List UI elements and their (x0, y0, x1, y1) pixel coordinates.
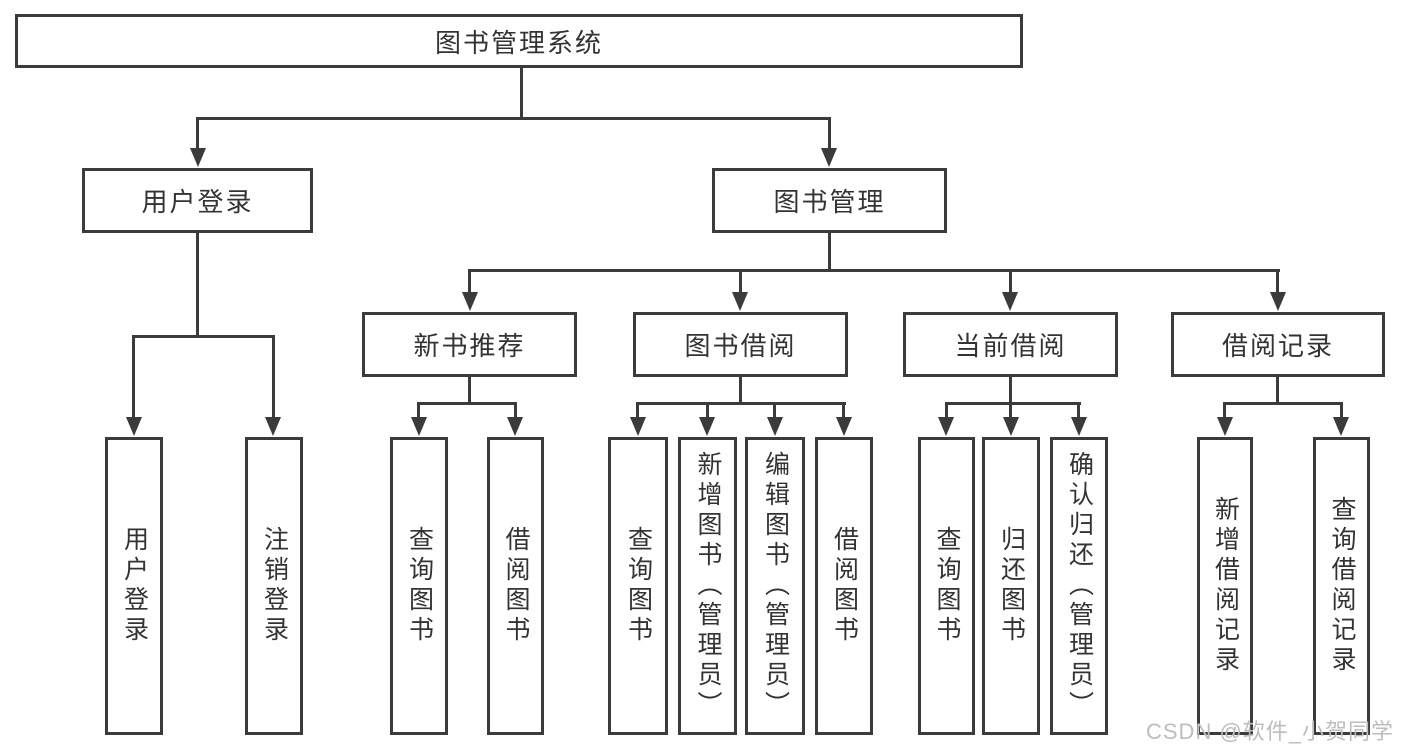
node-current-borrow: 当前借阅 (903, 312, 1118, 377)
connector-current-borrow-rail (945, 402, 1081, 405)
node-book-borrow: 图书借阅 (633, 312, 848, 377)
node-book-borrow-label: 图书借阅 (684, 331, 797, 361)
leaf-bb-edit-label: 编辑图书（管理员） (761, 451, 790, 721)
connector-borrow-records-rail (1223, 402, 1343, 405)
connector-current-borrow-stem (1009, 377, 1012, 405)
arrowhead-book-borrow (732, 292, 748, 311)
arrowhead-current-borrow (1002, 292, 1018, 311)
connector-drop-logout (272, 335, 275, 419)
connector-drop-bb-add (706, 402, 709, 421)
connector-drop-cb-confirm (1077, 402, 1080, 421)
connector-new-book-rec-rail (417, 402, 517, 405)
connector-drop-nb-search (417, 402, 420, 421)
connector-book-borrow-stem (739, 377, 742, 405)
node-root-label: 图书管理系统 (434, 27, 603, 58)
connector-drop-bb-borrow (842, 402, 845, 421)
leaf-cb-confirm-label: 确认归还（管理员） (1065, 451, 1094, 721)
connector-drop-br-add (1223, 402, 1226, 421)
arrowhead-cb-confirm (1071, 417, 1087, 436)
arrowhead-cb-return (1003, 417, 1019, 436)
connector-user-login-stem (196, 233, 199, 337)
leaf-bb-borrow-label: 借阅图书 (830, 526, 859, 646)
node-borrow-records: 借阅记录 (1171, 312, 1385, 377)
connector-root-stem (520, 68, 523, 120)
leaf-login: 用户登录 (105, 437, 163, 735)
connector-drop-borrow-records (1276, 269, 1279, 296)
leaf-br-add: 新增借阅记录 (1197, 437, 1253, 735)
connector-drop-cb-search (945, 402, 948, 421)
node-new-book-rec: 新书推荐 (362, 312, 577, 377)
leaf-bb-search: 查询图书 (608, 437, 668, 735)
connector-drop-bb-edit (773, 402, 776, 421)
arrowhead-cb-search (938, 417, 954, 436)
leaf-cb-search: 查询图书 (918, 437, 975, 735)
arrowhead-bb-add (699, 417, 715, 436)
leaf-bb-borrow: 借阅图书 (815, 437, 873, 735)
connector-book-borrow-rail (636, 402, 846, 405)
leaf-nb-borrow: 借阅图书 (487, 437, 544, 735)
arrowhead-new-book-rec (462, 292, 478, 311)
arrowhead-nb-search (411, 417, 427, 436)
connector-drop-login (132, 335, 135, 419)
connector-drop-current-borrow (1009, 269, 1012, 296)
leaf-login-label: 用户登录 (120, 526, 149, 646)
connector-level2-rail (196, 117, 831, 120)
leaf-cb-search-label: 查询图书 (933, 526, 961, 646)
connector-drop-user-login (196, 117, 199, 151)
connector-drop-cb-return (1009, 402, 1012, 421)
connector-drop-new-book-rec (468, 269, 471, 296)
leaf-cb-return-label: 归还图书 (997, 526, 1026, 646)
arrowhead-br-search (1333, 417, 1349, 436)
connector-borrow-records-stem (1276, 377, 1279, 405)
leaf-nb-borrow-label: 借阅图书 (502, 526, 530, 646)
leaf-bb-search-label: 查询图书 (624, 526, 653, 646)
arrowhead-login (126, 417, 142, 436)
arrowhead-br-add (1217, 417, 1233, 436)
arrowhead-book-mgmt (821, 148, 837, 167)
node-borrow-records-label: 借阅记录 (1221, 331, 1334, 361)
node-user-login: 用户登录 (82, 168, 313, 233)
connector-new-book-rec-stem (468, 377, 471, 405)
leaf-logout: 注销登录 (245, 437, 303, 735)
connector-drop-book-borrow (739, 269, 742, 296)
leaf-logout-label: 注销登录 (260, 526, 289, 646)
leaf-nb-search: 查询图书 (390, 437, 448, 735)
node-user-login-label: 用户登录 (141, 187, 254, 217)
arrowhead-user-login (190, 148, 206, 167)
arrowhead-nb-borrow (507, 417, 523, 436)
leaf-cb-confirm: 确认归还（管理员） (1050, 437, 1108, 735)
arrowhead-borrow-records (1270, 292, 1286, 311)
leaf-bb-add-label: 新增图书（管理员） (694, 451, 722, 721)
connector-drop-bb-search (636, 402, 639, 421)
leaf-bb-add: 新增图书（管理员） (678, 437, 737, 735)
arrowhead-bb-borrow (836, 417, 852, 436)
arrowhead-bb-search (630, 417, 646, 436)
connector-book-mgmt-stem (828, 233, 831, 271)
connector-user-login-rail (132, 335, 275, 338)
arrowhead-bb-edit (767, 417, 783, 436)
arrowhead-logout (265, 417, 281, 436)
csdn-watermark: CSDN @软件_小贺同学 (1146, 719, 1395, 744)
node-book-mgmt-label: 图书管理 (773, 187, 886, 217)
connector-drop-book-mgmt (828, 117, 831, 151)
leaf-bb-edit: 编辑图书（管理员） (745, 437, 805, 735)
leaf-br-search-label: 查询借阅记录 (1328, 496, 1356, 676)
node-current-borrow-label: 当前借阅 (954, 331, 1067, 361)
leaf-br-add-label: 新增借阅记录 (1211, 496, 1240, 676)
node-new-book-rec-label: 新书推荐 (413, 331, 526, 361)
connector-drop-nb-borrow (514, 402, 517, 421)
node-root: 图书管理系统 (15, 14, 1023, 68)
leaf-nb-search-label: 查询图书 (405, 526, 434, 646)
node-book-mgmt: 图书管理 (712, 168, 947, 233)
connector-drop-br-search (1340, 402, 1343, 421)
leaf-cb-return: 归还图书 (982, 437, 1040, 735)
connector-level3-rail (468, 269, 1280, 272)
leaf-br-search: 查询借阅记录 (1313, 437, 1370, 735)
